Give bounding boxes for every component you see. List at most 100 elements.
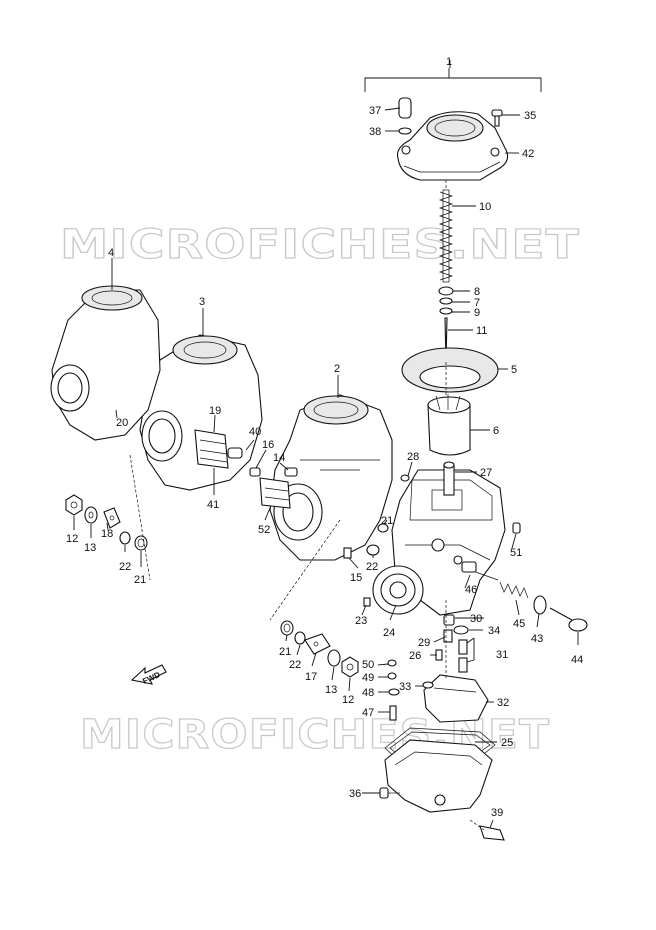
- leader-lines: [73, 60, 579, 829]
- callout-48: 48: [362, 687, 374, 699]
- washer-22c: [366, 544, 380, 556]
- callout-3: 3: [199, 296, 205, 308]
- float-32: [423, 674, 489, 723]
- callout-32: 32: [497, 697, 509, 709]
- callout-46: 46: [465, 584, 477, 596]
- callout-50: 50: [362, 659, 374, 671]
- carb-body-exploded: [372, 469, 506, 616]
- jet-29: [443, 629, 453, 643]
- ring-9: [439, 307, 453, 315]
- washer-13a: [84, 506, 98, 524]
- joint-19: [194, 429, 229, 469]
- callout-40: 40: [249, 426, 261, 438]
- callout-49: 49: [362, 672, 374, 684]
- screw-15: [343, 547, 352, 559]
- callout-18: 18: [101, 528, 113, 540]
- callout-31: 31: [496, 649, 508, 661]
- screw-35: [491, 109, 503, 127]
- callout-25: 25: [501, 737, 513, 749]
- callout-30: 30: [470, 613, 482, 625]
- callout-14: 14: [273, 452, 285, 464]
- float-pin-33: [422, 681, 434, 689]
- top-cap-42: [396, 111, 509, 181]
- callout-34: 34: [488, 625, 500, 637]
- needle-11: [444, 317, 448, 363]
- callout-23: 23: [355, 615, 367, 627]
- adjust-screw-44: [549, 607, 588, 632]
- washer-13b: [327, 649, 341, 667]
- callout-22b: 22: [289, 659, 301, 671]
- jet-31: [458, 639, 468, 673]
- callout-17: 17: [305, 671, 317, 683]
- washer-22b: [294, 631, 306, 645]
- callout-44: 44: [571, 654, 583, 666]
- callout-10: 10: [479, 201, 491, 213]
- washer-22a: [119, 531, 131, 545]
- washer-7: [439, 297, 453, 305]
- callout-27: 27: [480, 467, 492, 479]
- callout-47: 47: [362, 707, 374, 719]
- jet-30: [443, 614, 455, 626]
- callouts: 1 2 3 4 5 6 7 8 9 10 11 12 13 18 22 21 1…: [66, 56, 583, 819]
- jet-holder-27: [443, 461, 455, 496]
- callout-1: 1: [446, 56, 452, 68]
- spring-45: [499, 581, 529, 599]
- o-ring-28: [400, 474, 410, 482]
- callout-15: 15: [350, 572, 362, 584]
- callout-16: 16: [262, 439, 274, 451]
- cap-37: [398, 97, 412, 119]
- callout-4: 4: [108, 247, 114, 259]
- callout-39: 39: [491, 807, 503, 819]
- callout-37: 37: [369, 105, 381, 117]
- callout-13b: 13: [325, 684, 337, 696]
- nut-12a: [65, 494, 83, 516]
- callout-45: 45: [513, 618, 525, 630]
- callout-12a: 12: [66, 533, 78, 545]
- diaphragm-5: [401, 347, 499, 393]
- callout-22a: 22: [119, 561, 131, 573]
- callout-22c: 22: [366, 561, 378, 573]
- callout-21c: 21: [381, 515, 393, 527]
- callout-21b: 21: [279, 646, 291, 658]
- adjuster-46: [461, 561, 499, 581]
- callout-28: 28: [407, 451, 419, 463]
- assembly-lines: [129, 180, 485, 831]
- fitting-16: [249, 467, 261, 477]
- callout-43: 43: [531, 633, 543, 645]
- callout-11: 11: [476, 325, 487, 337]
- screw-23: [363, 597, 371, 607]
- jet-47: [389, 705, 397, 721]
- ring-50: [387, 659, 397, 667]
- callout-19: 19: [209, 405, 221, 417]
- callout-42: 42: [522, 148, 534, 160]
- carb-2: [269, 394, 393, 561]
- piston-6: [427, 394, 471, 456]
- plug-51: [512, 522, 521, 534]
- callout-21a: 21: [134, 574, 146, 586]
- washer-43: [533, 595, 547, 615]
- ring-49: [387, 672, 397, 680]
- callout-7: 7: [474, 297, 480, 309]
- clip-17: [304, 633, 331, 655]
- cap-21b: [280, 620, 294, 636]
- fitting-40: [227, 447, 243, 459]
- nut-12b: [341, 656, 359, 678]
- callout-26: 26: [409, 650, 421, 662]
- assembly-bracket: [364, 68, 542, 92]
- callout-2: 2: [334, 363, 340, 375]
- ring-48: [388, 688, 400, 696]
- spring-10: [438, 189, 454, 283]
- callout-8: 8: [474, 286, 480, 298]
- callout-12b: 12: [342, 694, 354, 706]
- callout-13a: 13: [84, 542, 96, 554]
- callout-35: 35: [524, 110, 536, 122]
- plug-38: [398, 127, 412, 135]
- watermark-top: MICROFICHES.NET: [60, 222, 580, 268]
- plug-21c: [377, 523, 389, 533]
- ring-8: [438, 286, 454, 296]
- callout-51: 51: [510, 547, 522, 559]
- drain-screw-39: [479, 825, 505, 841]
- callout-52: 52: [258, 524, 270, 536]
- clip-18: [103, 507, 121, 529]
- carb-4: [50, 285, 161, 441]
